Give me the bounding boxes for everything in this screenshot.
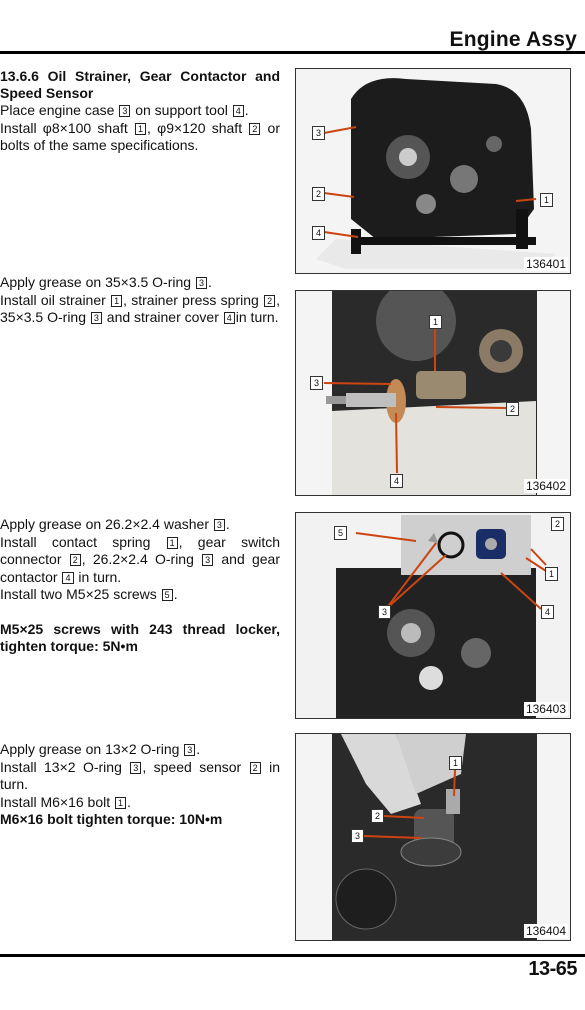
- ref-3: 3: [184, 744, 196, 756]
- figure-id: 136403: [523, 702, 568, 716]
- callout-1: 1: [545, 567, 558, 581]
- ref-2: 2: [249, 122, 261, 135]
- ref-1: 1: [115, 796, 127, 809]
- callout-3: 3: [312, 126, 325, 140]
- ref-2: 2: [264, 294, 276, 307]
- step-text: Apply grease on 13×2 O-ring 3.: [0, 741, 201, 757]
- torque-note: M5×25 screws with 243 thread locker, tig…: [0, 620, 280, 655]
- gear-contactor-illustration: [296, 513, 570, 718]
- figure-id: 136402: [523, 479, 568, 493]
- section-title: 13.6.6 Oil Strainer, Gear Contactor and …: [0, 68, 280, 101]
- ref-4: 4: [62, 571, 74, 584]
- callout-1: 1: [540, 193, 553, 207]
- ref-3: 3: [213, 519, 225, 531]
- ref-4: 4: [223, 312, 235, 324]
- step-text: Install φ8×100 shaft 1, φ9×120 shaft 2 o…: [0, 119, 280, 154]
- callout-1: 1: [429, 315, 442, 329]
- figure-gear-contactor: 5 2 1 3 4 136403: [295, 512, 571, 719]
- section-4-text: Apply grease on 13×2 O-ring 3. Install 1…: [0, 741, 280, 829]
- ref-3: 3: [119, 105, 131, 117]
- callout-2: 2: [371, 809, 384, 823]
- ref-3: 3: [90, 312, 102, 324]
- ref-1: 1: [111, 294, 123, 307]
- footer-rule: [0, 954, 585, 957]
- callout-2: 2: [312, 187, 325, 201]
- speed-sensor-illustration: [296, 734, 570, 940]
- step-text: Apply grease on 35×3.5 O-ring 3.: [0, 274, 212, 290]
- step-text: Place engine case 3 on support tool 4.: [0, 102, 249, 118]
- figure-engine-case-on-tool: 3 2 4 1 136401: [295, 68, 571, 274]
- figure-id: 136404: [523, 924, 568, 938]
- callout-1: 1: [449, 756, 462, 770]
- step-text: Install 13×2 O-ring 3, speed sensor 2 in…: [0, 758, 280, 793]
- callout-3: 3: [310, 376, 323, 390]
- callout-3: 3: [351, 829, 364, 843]
- page-header-title: Engine Assy: [449, 28, 577, 51]
- ref-2: 2: [69, 554, 81, 566]
- section-3-text: Apply grease on 26.2×2.4 washer 3. Insta…: [0, 516, 280, 656]
- ref-2: 2: [249, 761, 261, 774]
- callout-2: 2: [506, 402, 519, 416]
- callout-5: 5: [334, 526, 347, 540]
- step-text: Apply grease on 26.2×2.4 washer 3.: [0, 516, 230, 532]
- callout-4: 4: [312, 226, 325, 240]
- step-text: Install oil strainer 1, strainer press s…: [0, 291, 280, 326]
- figure-id: 136401: [523, 257, 568, 271]
- ref-3: 3: [195, 277, 207, 289]
- ref-1: 1: [166, 536, 178, 549]
- callout-3: 3: [378, 605, 391, 619]
- callout-4: 4: [541, 605, 554, 619]
- ref-3: 3: [202, 554, 214, 566]
- page-number: 13-65: [528, 958, 577, 980]
- section-2-text: Apply grease on 35×3.5 O-ring 3. Install…: [0, 274, 280, 327]
- ref-4: 4: [232, 105, 244, 117]
- figure-speed-sensor: 1 2 3 136404: [295, 733, 571, 941]
- torque-note: M6×16 bolt tighten torque: 10N•m: [0, 811, 223, 827]
- ref-3: 3: [130, 761, 142, 774]
- section-1-text: 13.6.6 Oil Strainer, Gear Contactor and …: [0, 68, 280, 155]
- ref-1: 1: [134, 122, 146, 135]
- header-rule: [0, 51, 585, 54]
- engine-case-illustration: [296, 69, 570, 273]
- callout-4: 4: [390, 474, 403, 488]
- figure-oil-strainer: 1 3 2 4 136402: [295, 290, 571, 496]
- ref-5: 5: [161, 589, 173, 601]
- step-text: Install contact spring 1, gear switch co…: [0, 533, 280, 585]
- step-text: Install two M5×25 screws 5.: [0, 586, 178, 602]
- step-text: Install M6×16 bolt 1.: [0, 793, 131, 810]
- callout-2: 2: [551, 517, 564, 531]
